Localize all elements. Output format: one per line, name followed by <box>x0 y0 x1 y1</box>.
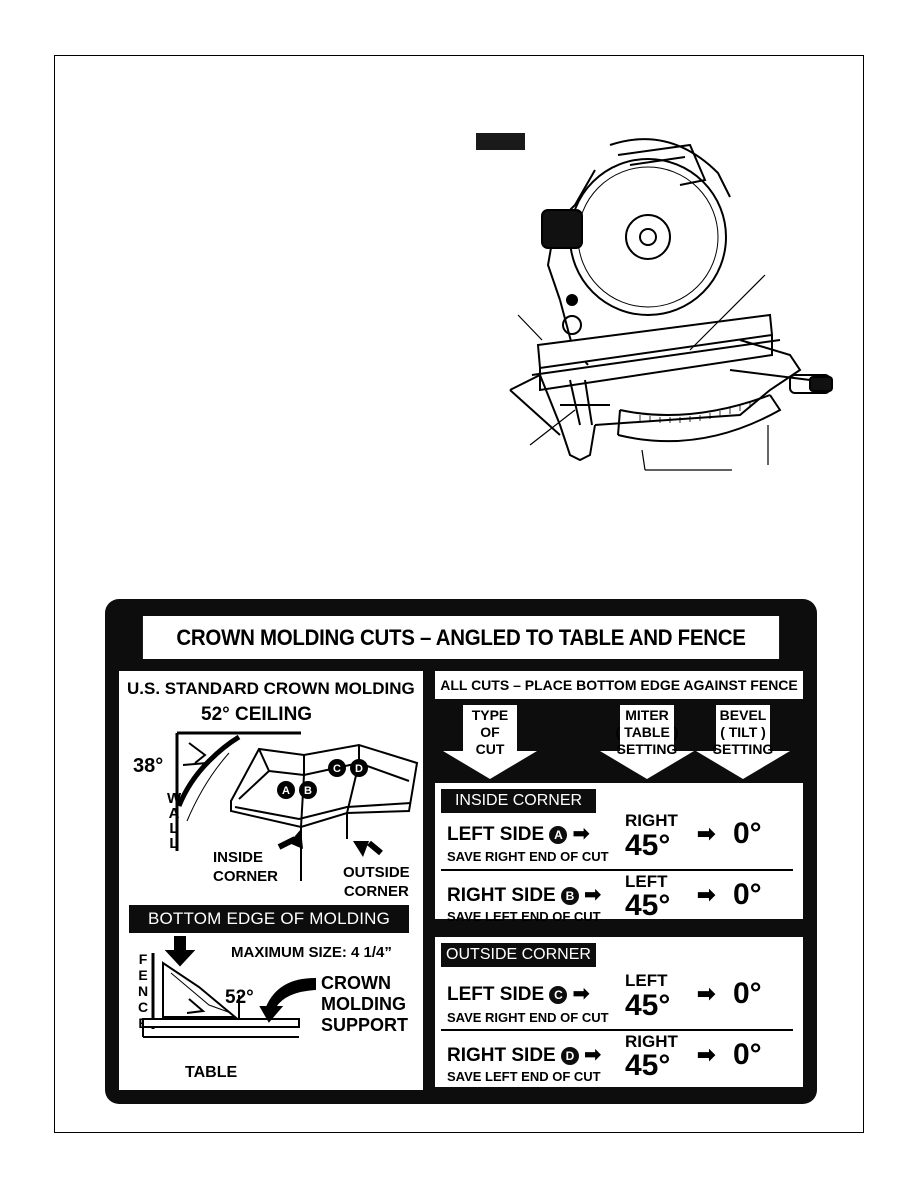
inside-left-direction: RIGHT <box>625 811 678 830</box>
settings-panel: ALL CUTS – PLACE BOTTOM EDGE AGAINST FEN… <box>435 671 803 1090</box>
outside-left-save: SAVE RIGHT END OF CUT <box>447 1010 609 1025</box>
inside-left-miter: 45° <box>625 829 671 862</box>
badge-b: B <box>304 785 312 797</box>
max-size-label: MAXIMUM SIZE: 4 1/4” <box>231 944 392 961</box>
column-bevel-setting: BEVEL( TILT )SETTING <box>712 707 774 757</box>
outside-corner-section: OUTSIDE CORNER LEFT SIDE C ➡ SAVE RIGHT … <box>435 937 803 1087</box>
inside-corner-section: INSIDE CORNER LEFT SIDE A ➡ SAVE RIGHT E… <box>435 783 803 924</box>
row-divider <box>441 869 793 871</box>
arrow-icon: ➡ <box>697 882 716 907</box>
inside-right-direction: LEFT <box>625 872 668 891</box>
outside-left-side: LEFT SIDE C ➡ <box>447 983 590 1005</box>
outside-right-direction: RIGHT <box>625 1032 678 1051</box>
inside-right-save: SAVE LEFT END OF CUT <box>447 909 601 924</box>
column-arrows <box>443 705 790 779</box>
inside-corner-title: INSIDE CORNER <box>441 789 596 813</box>
inside-right-side: RIGHT SIDE B ➡ <box>447 884 602 906</box>
panel-title: U.S. STANDARD CROWN MOLDING <box>127 679 415 698</box>
molding-diagram-panel: U.S. STANDARD CROWN MOLDING 52° CEILING … <box>119 671 423 1090</box>
outside-right-miter: 45° <box>625 1049 671 1082</box>
outside-corner-title: OUTSIDE CORNER <box>441 943 596 967</box>
outside-right-save: SAVE LEFT END OF CUT <box>447 1069 601 1084</box>
ceiling-angle-label: 52° CEILING <box>201 704 313 725</box>
badge-a: A <box>282 785 290 797</box>
arrow-icon: ➡ <box>697 1042 716 1067</box>
outside-left-bevel: 0° <box>733 977 762 1010</box>
outside-right-bevel: 0° <box>733 1038 762 1071</box>
crown-molding-drawing: A B C D <box>175 731 419 881</box>
page-border <box>54 55 864 1133</box>
inside-right-bevel: 0° <box>733 878 762 911</box>
badge-c: C <box>333 763 341 775</box>
fence-angle-label: 52° <box>225 987 254 1008</box>
inside-right-miter: 45° <box>625 889 671 922</box>
table-label: TABLE <box>185 1064 238 1081</box>
settings-header: ALL CUTS – PLACE BOTTOM EDGE AGAINST FEN… <box>435 671 803 699</box>
fence-table-drawing <box>142 936 316 1038</box>
arrow-icon: ➡ <box>697 981 716 1006</box>
row-divider <box>441 1029 793 1031</box>
crown-molding-chart: CROWN MOLDING CUTS – ANGLED TO TABLE AND… <box>105 599 817 1104</box>
figure-tag <box>476 133 525 150</box>
wall-angle-label: 38° <box>133 755 164 777</box>
column-miter-setting: MITER( TABLE )SETTING <box>615 707 679 757</box>
arrow-icon: ➡ <box>697 821 716 846</box>
inside-left-save: SAVE RIGHT END OF CUT <box>447 849 609 864</box>
chart-title: CROWN MOLDING CUTS – ANGLED TO TABLE AND… <box>142 616 780 659</box>
inside-left-side: LEFT SIDE A ➡ <box>447 823 590 845</box>
outside-right-side: RIGHT SIDE D ➡ <box>447 1044 602 1066</box>
outside-left-direction: LEFT <box>625 971 668 990</box>
miter-saw-illustration <box>509 138 833 471</box>
badge-d: D <box>355 763 363 775</box>
bottom-edge-label: BOTTOM EDGE OF MOLDING <box>129 905 409 933</box>
outside-left-miter: 45° <box>625 989 671 1022</box>
inside-left-bevel: 0° <box>733 817 762 850</box>
